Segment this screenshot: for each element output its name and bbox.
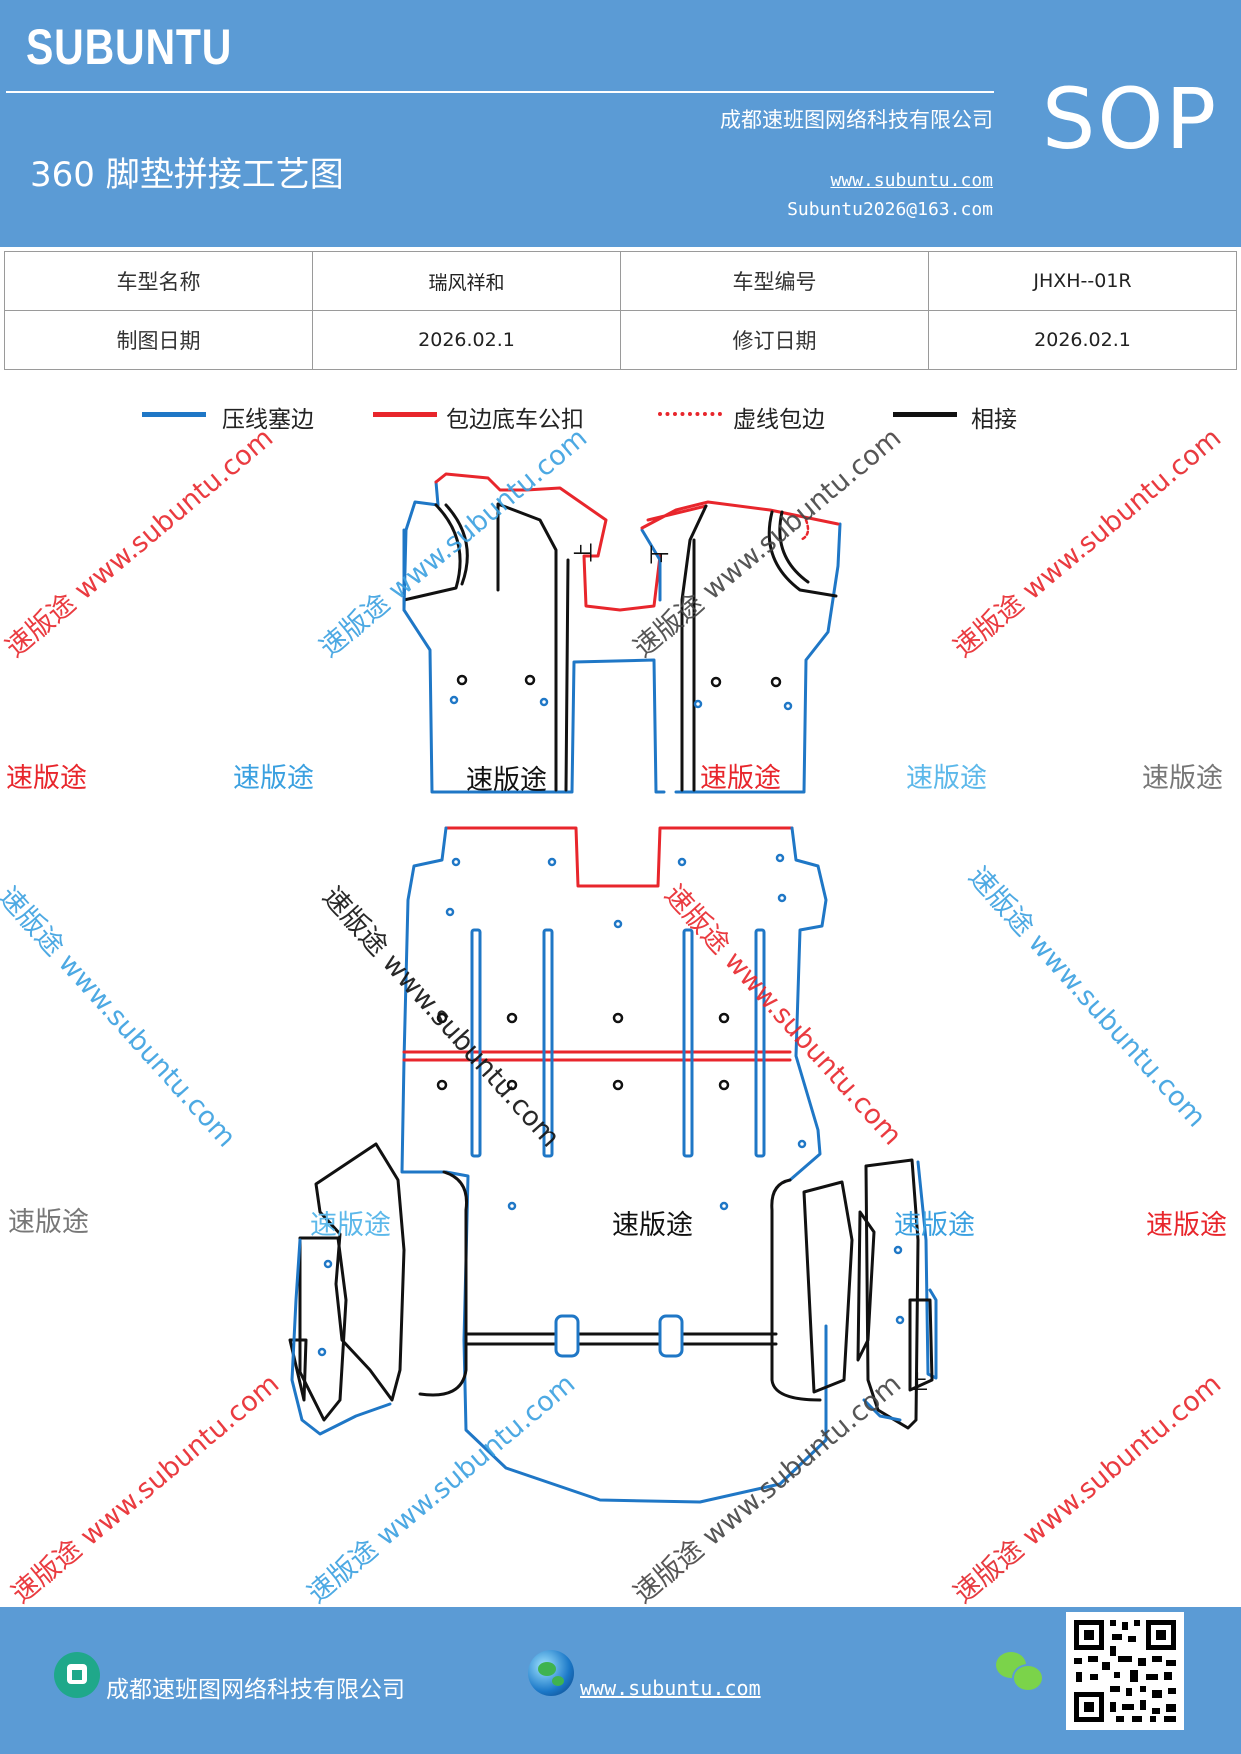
up-mark: 上 xyxy=(908,1370,928,1394)
home-icon xyxy=(54,1652,100,1698)
watermark-text: 速版途 xyxy=(612,1210,693,1241)
up-mark: 上 xyxy=(571,542,596,563)
qr-code xyxy=(1066,1612,1184,1730)
watermark-text: 速版途 xyxy=(906,763,987,794)
watermark-text: 速版途 xyxy=(1142,763,1223,794)
legend-swatch-black xyxy=(893,412,957,417)
watermark-text: 速版途 xyxy=(894,1210,975,1241)
legend-label: 虚线包边 xyxy=(733,407,825,433)
table-cell: 2026.02.1 xyxy=(312,310,621,370)
website-link[interactable]: www.subuntu.com xyxy=(830,170,993,191)
qr-code-pattern xyxy=(1074,1620,1176,1722)
legend-label: 相接 xyxy=(971,407,1017,433)
company-name: 成都速班图网络科技有限公司 xyxy=(720,108,993,132)
globe-icon xyxy=(528,1650,574,1696)
watermark-text: 速版途 xyxy=(700,763,781,794)
watermark-text: 速版途 xyxy=(233,763,314,794)
watermark-text: 速版途 xyxy=(466,765,547,796)
front-left-mat xyxy=(402,472,666,794)
table-cell: JHXH--01R xyxy=(928,251,1237,311)
legend-swatch-red xyxy=(373,412,437,417)
table-cell: 瑞风祥和 xyxy=(312,251,621,311)
footer-company: 成都速班图网络科技有限公司 xyxy=(106,1677,405,1703)
up-mark: 上 xyxy=(646,544,671,565)
middle-mat xyxy=(400,826,828,1504)
info-table: 车型名称 瑞风祥和 车型编号 JHXH--01R 制图日期 2026.02.1 … xyxy=(4,251,1237,370)
table-cell: 车型编号 xyxy=(620,251,929,311)
table-row: 车型名称 瑞风祥和 车型编号 JHXH--01R xyxy=(4,251,1237,311)
table-cell: 2026.02.1 xyxy=(928,310,1237,370)
rear-right-mat xyxy=(802,1158,938,1430)
watermark-text: 速版途 xyxy=(8,1207,89,1238)
rear-left-mat xyxy=(288,1142,406,1436)
email-address: Subuntu2026@163.com xyxy=(787,199,993,220)
table-cell: 车型名称 xyxy=(4,251,313,311)
legend-swatch-red-dotted xyxy=(658,412,722,416)
front-right-mat xyxy=(640,500,842,794)
table-cell: 制图日期 xyxy=(4,310,313,370)
legend-label: 包边底车公扣 xyxy=(446,407,584,433)
watermark-text: 速版途 xyxy=(6,763,87,794)
header-divider xyxy=(6,91,994,93)
watermark-text: 速版途 xyxy=(310,1210,391,1241)
legend-label: 压线塞边 xyxy=(222,407,314,433)
legend-swatch-blue xyxy=(142,412,206,417)
wechat-icon xyxy=(996,1652,1044,1692)
header-banner: SUBUNTU 成都速班图网络科技有限公司 360 脚垫拼接工艺图 www.su… xyxy=(0,0,1241,247)
mounting-holes xyxy=(317,674,905,1357)
legend: 压线塞边 包边底车公扣 虚线包边 相接 xyxy=(0,400,1241,440)
table-row: 制图日期 2026.02.1 修订日期 2026.02.1 xyxy=(4,310,1237,370)
watermark-text: 速版途 xyxy=(1146,1210,1227,1241)
table-cell: 修订日期 xyxy=(620,310,929,370)
sop-badge: SOP xyxy=(1042,70,1219,168)
page-title: 360 脚垫拼接工艺图 xyxy=(30,155,344,195)
footer-website-link[interactable]: www.subuntu.com xyxy=(580,1676,761,1700)
brand-logo: SUBUNTU xyxy=(26,19,233,75)
